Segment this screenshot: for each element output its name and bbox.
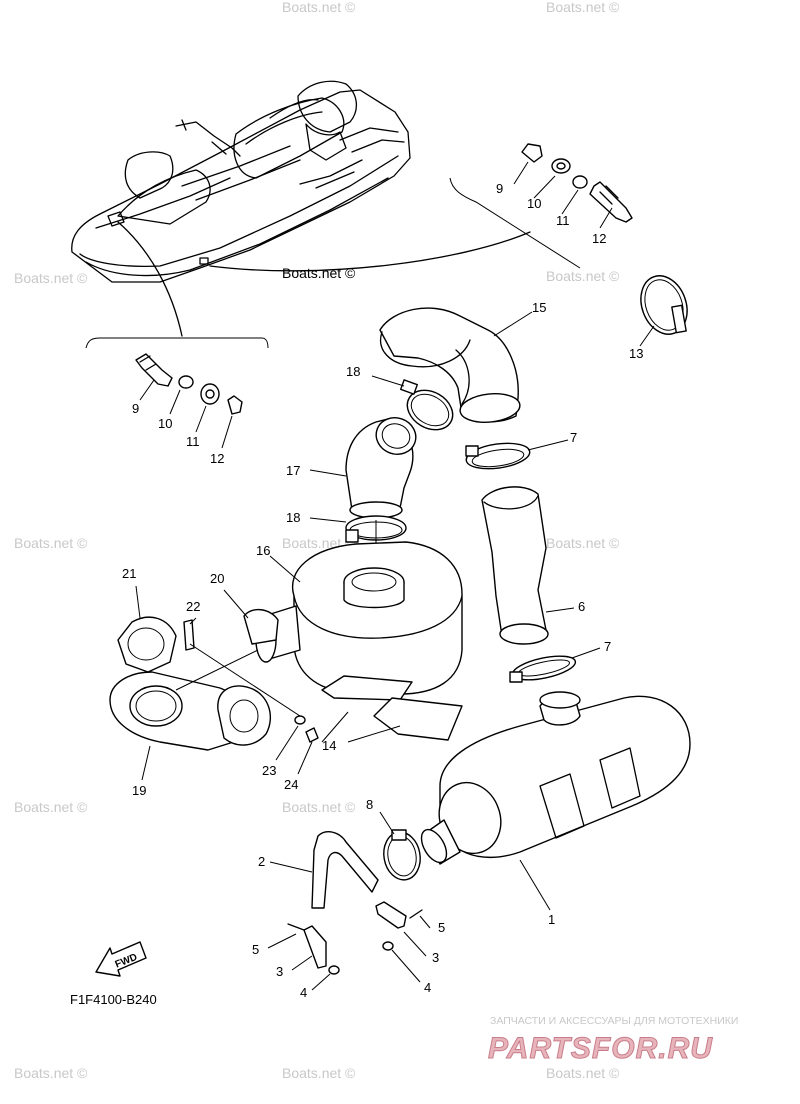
callout-15: 15 [532, 300, 546, 315]
callout-3: 3 [432, 950, 439, 965]
exhaust-hose-15 [379, 307, 533, 423]
callout-20: 20 [210, 571, 224, 586]
callout-14: 14 [322, 738, 336, 753]
watermark-layer: Boats.net © Boats.net © Boats.net © Boat… [14, 0, 620, 1081]
drain-fitting-set-right [513, 143, 633, 229]
callout-8: 8 [366, 797, 373, 812]
callout-17: 17 [286, 463, 300, 478]
callout-18: 18 [286, 510, 300, 525]
pads-14 [321, 675, 463, 743]
watermark: Boats.net © [14, 535, 88, 551]
callout-7: 7 [570, 430, 577, 445]
callout-9: 9 [496, 181, 503, 196]
callout-10: 10 [158, 416, 172, 431]
callout-5: 5 [252, 942, 259, 957]
callout-9: 9 [132, 401, 139, 416]
callout-11: 11 [556, 213, 570, 228]
watermark: Boats.net © [14, 799, 88, 815]
drawing-code: F1F4100-B240 [70, 992, 157, 1007]
leader-lines [85, 177, 581, 349]
hose-clamp-7-upper [465, 439, 569, 470]
outlet-parts-left [109, 585, 319, 781]
callout-22: 22 [186, 599, 200, 614]
callout-numbers: 9 10 11 12 9 10 11 12 13 15 18 7 17 18 1… [122, 181, 643, 1000]
callout-5: 5 [438, 920, 445, 935]
callout-1: 1 [548, 912, 555, 927]
callout-12: 12 [592, 231, 606, 246]
watermark: Boats.net © [546, 535, 620, 551]
callout-4: 4 [300, 985, 307, 1000]
callout-11: 11 [186, 434, 200, 449]
brand-name: PARTSFOR.RU [488, 1032, 713, 1065]
callout-2: 2 [258, 854, 265, 869]
watermark: Boats.net © [14, 270, 88, 286]
watermark: Boats.net © [282, 799, 356, 815]
drain-fitting-set-left [135, 353, 243, 449]
watercraft-illustration [71, 80, 411, 283]
exhaust-elbow-17 [309, 417, 417, 519]
callout-12: 12 [210, 451, 224, 466]
hose-clamp-7-lower [509, 647, 601, 683]
callout-16: 16 [256, 543, 270, 558]
exhaust-hose-6 [481, 486, 575, 645]
callout-7: 7 [604, 639, 611, 654]
callout-23: 23 [262, 763, 276, 778]
band-clamp-13 [639, 275, 688, 347]
muffler-1 [420, 691, 691, 911]
mounting-hardware [267, 901, 431, 991]
watermark: Boats.net © [282, 1065, 356, 1081]
brand-tagline: ЗАПЧАСТИ И АКСЕССУАРЫ ДЛЯ МОТОТЕХНИКИ [490, 1015, 738, 1027]
callout-6: 6 [578, 599, 585, 614]
water-lock-16 [255, 541, 463, 695]
fwd-arrow-icon: FWD [95, 941, 147, 977]
watermark: Boats.net © [546, 0, 620, 15]
brand-watermark: ЗАПЧАСТИ И АКСЕССУАРЫ ДЛЯ МОТОТЕХНИКИ PA… [488, 1015, 739, 1066]
watermark: Boats.net © [546, 268, 620, 284]
callout-10: 10 [527, 196, 541, 211]
hose-clamp-8 [379, 811, 421, 881]
watermark: Boats.net © [282, 0, 356, 15]
callout-4: 4 [424, 980, 431, 995]
watermark-dark: Boats.net © [282, 265, 356, 281]
callout-21: 21 [122, 566, 136, 581]
callout-18: 18 [346, 364, 360, 379]
strap-2 [269, 831, 379, 909]
watermark: Boats.net © [546, 1065, 620, 1081]
watermark: Boats.net © [14, 1065, 88, 1081]
callout-19: 19 [132, 783, 146, 798]
callout-24: 24 [284, 777, 298, 792]
callout-13: 13 [629, 346, 643, 361]
hose-clamp-18-upper [371, 375, 454, 431]
hose-clamp-18-lower [309, 515, 407, 566]
callout-3: 3 [276, 964, 283, 979]
